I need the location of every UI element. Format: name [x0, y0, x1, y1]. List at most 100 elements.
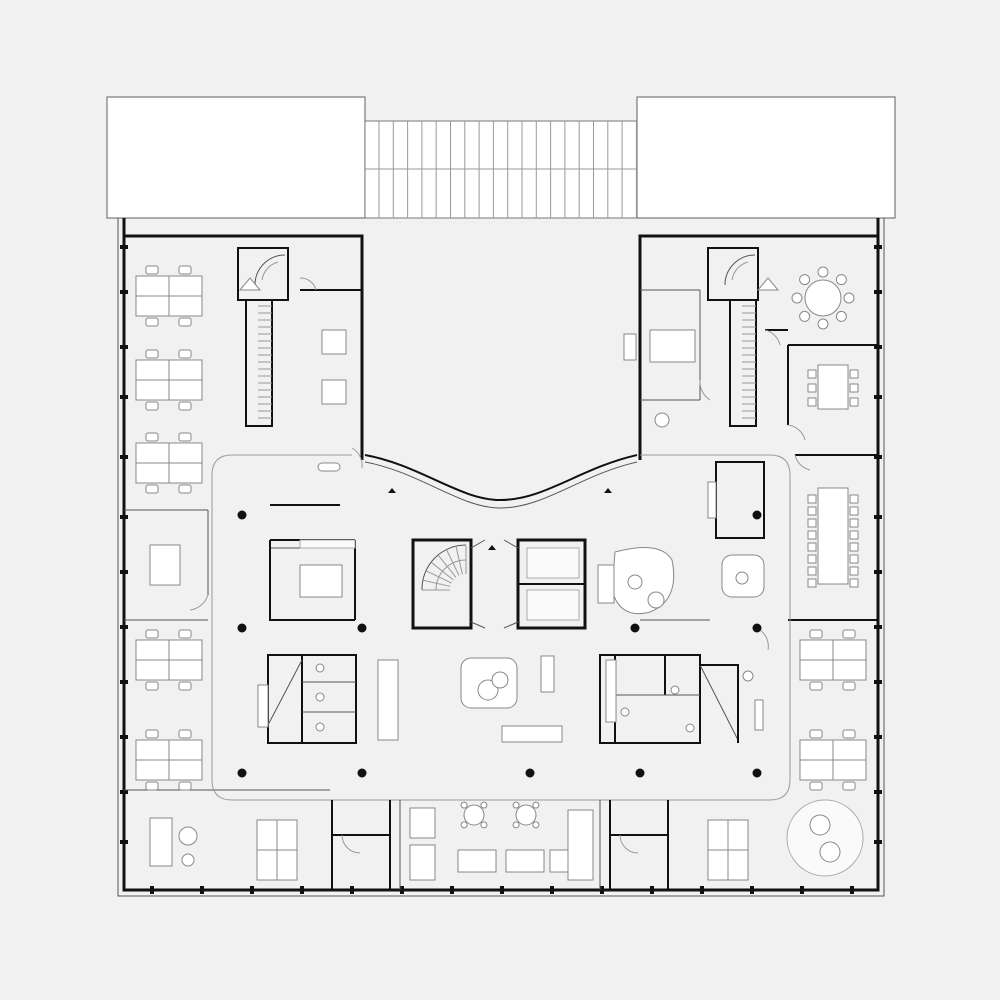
desk [799, 659, 834, 681]
chair [835, 310, 847, 322]
facade-mullion [120, 290, 128, 294]
structural-column [630, 623, 640, 633]
chair [178, 349, 192, 359]
stair-tread [431, 562, 454, 581]
chair [178, 401, 192, 411]
chair [843, 292, 855, 304]
chair [145, 432, 159, 442]
chair [178, 681, 192, 691]
chair [809, 781, 823, 791]
facade-mullion [874, 570, 882, 574]
chair [849, 518, 859, 528]
facade-mullion [450, 886, 454, 894]
desk [168, 275, 203, 297]
chair [799, 310, 811, 322]
facade-mullion [120, 245, 128, 249]
chair [460, 801, 468, 809]
chair [480, 821, 488, 829]
elevators [516, 538, 587, 630]
desk [168, 639, 203, 661]
facade-mullion [874, 290, 882, 294]
foyer-outline [211, 454, 791, 801]
facade-mullion [550, 886, 554, 894]
chair [145, 681, 159, 691]
facade-mullion [250, 886, 254, 894]
west-wing [124, 277, 363, 791]
desk [832, 739, 867, 761]
chair [807, 369, 817, 379]
chair [842, 681, 856, 691]
desk [168, 442, 203, 464]
desk [799, 759, 834, 781]
chair [145, 781, 159, 791]
chair [512, 801, 520, 809]
chair [145, 317, 159, 327]
facade-mullion [120, 395, 128, 399]
chair [849, 542, 859, 552]
chair [835, 274, 847, 286]
chair [178, 629, 192, 639]
chair [512, 821, 520, 829]
facade-mullion [874, 395, 882, 399]
desk [799, 639, 834, 661]
chair [807, 383, 817, 393]
chair [807, 494, 817, 504]
desk [727, 819, 749, 851]
chair [807, 506, 817, 516]
chair [145, 349, 159, 359]
chair [532, 801, 540, 809]
chair [145, 729, 159, 739]
chair [178, 729, 192, 739]
stair-north-left [237, 247, 289, 427]
stair-central [411, 538, 473, 630]
desk [707, 849, 729, 881]
chair [842, 729, 856, 739]
facade-mullion [300, 886, 304, 894]
facade-mullion [120, 680, 128, 684]
chair [807, 397, 817, 407]
facade-mullion [120, 790, 128, 794]
structural-column [752, 623, 762, 633]
facade-mullion [874, 455, 882, 459]
chair [178, 265, 192, 275]
stair-tread [426, 570, 452, 584]
structural-column [237, 510, 247, 520]
desk [135, 379, 170, 401]
facade-mullion [120, 570, 128, 574]
facade-mullion [874, 345, 882, 349]
central-core [269, 504, 587, 630]
chair [809, 681, 823, 691]
facade-mullion [750, 886, 754, 894]
facade-mullion [120, 455, 128, 459]
structural-column [752, 768, 762, 778]
structural-column [525, 768, 535, 778]
chair [145, 401, 159, 411]
chair [145, 265, 159, 275]
chair [842, 629, 856, 639]
stair-tread [455, 546, 463, 575]
facade-mullion [600, 886, 604, 894]
chair [849, 530, 859, 540]
chair [817, 266, 829, 278]
desk [135, 359, 170, 381]
desk [168, 659, 203, 681]
chair [849, 566, 859, 576]
stair-north-right [707, 247, 780, 427]
chair [178, 484, 192, 494]
facade-mullion [120, 735, 128, 739]
facade-mullion [500, 886, 504, 894]
desk [135, 295, 170, 317]
facade-mullion [700, 886, 704, 894]
wc-right [599, 654, 739, 744]
facade-mullion [850, 886, 854, 894]
chair [799, 274, 811, 286]
bridge-grating [364, 120, 638, 219]
chair [849, 397, 859, 407]
facade-mullion [150, 886, 154, 894]
stair-tread [438, 555, 457, 578]
facade-mullion [120, 840, 128, 844]
desk [135, 759, 170, 781]
structural-column [237, 768, 247, 778]
structural-column [752, 510, 762, 520]
desk [135, 639, 170, 661]
